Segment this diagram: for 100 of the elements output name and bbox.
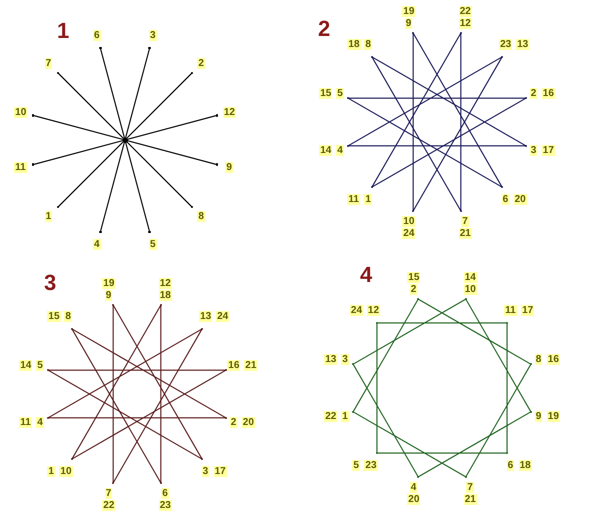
string-line bbox=[376, 322, 508, 324]
vertex-point bbox=[70, 328, 74, 330]
vertex-number: 22 bbox=[458, 6, 472, 17]
vertex-point bbox=[122, 138, 128, 142]
vertex-number: 20 bbox=[242, 416, 255, 428]
vertex-number: 14 bbox=[19, 360, 32, 372]
panel-number: 4 bbox=[360, 262, 372, 288]
vertex-point bbox=[460, 210, 462, 212]
vertex-point bbox=[530, 362, 532, 366]
string-line bbox=[124, 48, 150, 140]
string-line bbox=[48, 370, 202, 460]
vertex-number: 1 bbox=[364, 194, 372, 205]
string-line bbox=[100, 140, 126, 232]
vertex-number: 11 bbox=[347, 194, 360, 205]
string-line bbox=[71, 328, 162, 484]
vertex-point bbox=[200, 328, 204, 330]
vertex-point bbox=[346, 144, 350, 148]
vertex-point bbox=[524, 144, 528, 148]
string-line bbox=[72, 328, 226, 418]
vertex-number: 18 bbox=[518, 460, 532, 471]
vertex-number: 9 bbox=[534, 410, 542, 422]
vertex-point bbox=[376, 452, 378, 454]
vertex-number: 8 bbox=[534, 354, 542, 366]
panel-number: 2 bbox=[318, 16, 330, 42]
string-line bbox=[506, 322, 508, 454]
string-line bbox=[418, 298, 532, 365]
vertex-point bbox=[32, 163, 34, 166]
vertex-number: 4 bbox=[410, 482, 418, 494]
vertex-number: 7 bbox=[466, 482, 474, 494]
vertex-point bbox=[70, 458, 74, 460]
panel-number: 3 bbox=[44, 270, 56, 296]
vertex-number: 8 bbox=[197, 210, 205, 222]
vertex-number: 1 bbox=[341, 410, 349, 422]
vertex-number: 20 bbox=[407, 494, 420, 506]
vertex-number: 7 bbox=[461, 216, 469, 228]
string-line bbox=[348, 56, 502, 146]
string-line bbox=[372, 98, 526, 188]
string-line bbox=[412, 33, 414, 211]
vertex-number: 3 bbox=[530, 144, 538, 156]
vertex-number: 5 bbox=[148, 238, 156, 250]
vertex-number: 16 bbox=[542, 88, 555, 100]
vertex-number: 24 bbox=[216, 311, 230, 322]
string-line bbox=[418, 411, 532, 478]
vertex-point bbox=[216, 163, 218, 166]
vertex-number: 4 bbox=[36, 416, 44, 428]
string-line bbox=[124, 140, 193, 208]
string-line bbox=[352, 411, 466, 478]
string-line bbox=[48, 417, 226, 418]
string-line bbox=[465, 364, 532, 478]
vertex-point bbox=[370, 186, 374, 188]
vertex-number: 17 bbox=[214, 466, 227, 477]
vertex-number: 12 bbox=[366, 305, 380, 316]
vertex-number: 16 bbox=[227, 360, 240, 372]
vertex-point bbox=[412, 32, 414, 34]
vertex-number: 14 bbox=[319, 144, 332, 156]
vertex-number: 4 bbox=[93, 238, 101, 250]
panel-number: 1 bbox=[57, 18, 70, 44]
vertex-number: 20 bbox=[514, 194, 527, 205]
vertex-number: 10 bbox=[402, 216, 416, 228]
vertex-point bbox=[506, 322, 508, 324]
vertex-number: 18 bbox=[158, 290, 172, 301]
string-line bbox=[124, 72, 193, 140]
string-line bbox=[412, 32, 503, 188]
vertex-number: 3 bbox=[148, 30, 156, 42]
string-line bbox=[372, 56, 526, 146]
vertex-number: 9 bbox=[225, 162, 233, 174]
vertex-number: 5 bbox=[336, 88, 344, 100]
vertex-point bbox=[500, 186, 504, 188]
string-line bbox=[48, 370, 226, 371]
string-line bbox=[57, 72, 126, 140]
vertex-point bbox=[412, 210, 414, 212]
string-line bbox=[371, 56, 462, 212]
string-line bbox=[112, 304, 203, 460]
vertex-number: 19 bbox=[102, 278, 116, 289]
vertex-number: 16 bbox=[546, 354, 560, 366]
vertex-number: 22 bbox=[102, 500, 116, 512]
vertex-number: 21 bbox=[458, 228, 472, 240]
vertex-point bbox=[160, 482, 162, 484]
vertex-number: 15 bbox=[319, 88, 332, 100]
string-line bbox=[460, 33, 462, 211]
vertex-number: 12 bbox=[458, 18, 472, 29]
vertex-number: 13 bbox=[516, 39, 530, 50]
vertex-number: 2 bbox=[230, 416, 238, 428]
vertex-number: 6 bbox=[93, 30, 101, 42]
vertex-number: 6 bbox=[506, 460, 514, 471]
vertex-point bbox=[148, 230, 151, 233]
vertex-number: 12 bbox=[222, 106, 236, 118]
vertex-point bbox=[460, 32, 462, 34]
string-line bbox=[160, 305, 162, 483]
vertex-number: 15 bbox=[47, 311, 61, 322]
string-line bbox=[72, 370, 226, 460]
vertex-number: 3 bbox=[202, 466, 210, 477]
string-line bbox=[465, 298, 532, 412]
vertex-point bbox=[530, 410, 532, 414]
vertex-point bbox=[148, 46, 151, 50]
vertex-number: 8 bbox=[364, 39, 372, 50]
string-line bbox=[348, 98, 526, 99]
vertex-number: 3 bbox=[341, 354, 349, 366]
vertex-number: 1 bbox=[44, 210, 52, 222]
vertex-number: 7 bbox=[104, 488, 112, 500]
